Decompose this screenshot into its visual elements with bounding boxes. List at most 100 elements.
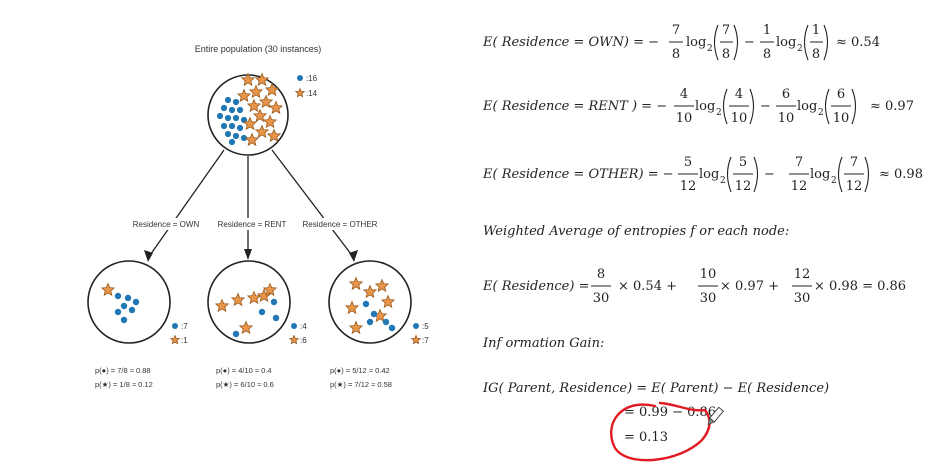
rent-legend-star-mark [288,334,300,345]
root-count-stars: :14 [306,89,318,98]
child-node-other [328,260,412,344]
eq-rent-a2-num: 6 [837,87,845,102]
root-star-mark [248,84,264,99]
own-dot-mark [114,308,122,316]
root-legend-star-mark [294,87,306,98]
eq-weighted-t2-rest: × 0.97 + [720,279,779,294]
root-star-mark [240,72,256,87]
root-star-mark [246,98,262,113]
equation-rent: E( Residence = RENT ) = − 4 10 log 2 4 1… [482,87,914,126]
root-star-mark [258,94,274,109]
rent-star-mark [230,292,246,307]
eq-own-a2-num: 1 [812,23,820,38]
other-star-mark [348,276,364,291]
other-dot-mark [388,324,396,332]
eq-other-a1-num: 5 [739,155,747,170]
eq-rent-log1: log [695,99,715,114]
root-stars [236,72,284,147]
eq-own-log2: log [776,35,796,50]
own-star-mark [100,282,116,297]
eq-other-a2-num: 7 [850,155,858,170]
weighted-average-heading: Weighted Average of entropies f or each … [483,224,789,239]
eq-own-f1-num: 7 [672,23,680,38]
rent-dot-mark [272,314,280,322]
eq-rent-f1-den: 10 [676,111,693,126]
equation-own: E( Residence = OWN) = − 7 8 log 2 7 8 − … [482,23,880,62]
eq-own-log1: log [686,35,706,50]
root-star-mark [252,108,268,123]
rent-legend-star-icon [288,334,300,345]
eq-rent-log1-sub: 2 [716,108,722,118]
root-dot-mark [240,134,248,142]
eq-rent-log2-sub: 2 [818,108,824,118]
root-star-mark [268,100,284,115]
root-dot-mark [236,124,244,132]
root-dot-mark [224,130,232,138]
ig-result: = 0.13 [624,430,668,445]
own-dot-mark [114,292,122,300]
eq-own-log2-sub: 2 [797,44,803,54]
eq-other-f2-den: 12 [791,179,808,194]
own-p-star: p(★) = 1/8 ≈ 0.12 [95,380,153,389]
root-dots [216,96,248,146]
other-star-mark [348,320,364,335]
other-dot-mark [382,318,390,326]
other-legend-star-icon [410,334,422,345]
annotation-circle [609,401,711,462]
eq-own-f2-num: 1 [763,23,771,38]
eq-other-f1-num: 5 [684,155,692,170]
own-legend-dot-icon [172,323,178,329]
root-title: Entire population (30 instances) [195,44,322,54]
edge-own [147,149,225,259]
eq-other-a1-den: 12 [735,179,752,194]
rent-dot-mark [258,308,266,316]
equation-weighted: E( Residence) = 8 30 × 0.54 + 10 30 × 0.… [482,267,906,306]
edge-arrowheads [144,249,358,262]
other-p-dot: p(●) = 5/12 ≈ 0.42 [330,366,390,375]
own-legend-star-icon [169,334,181,345]
eq-other-f1-den: 12 [680,179,697,194]
eq-other-log1-sub: 2 [720,176,726,186]
ig-formula: IG( Parent, Residence) = E( Parent) − E(… [482,381,829,396]
rent-star-mark [246,290,262,305]
own-dot-mark [120,302,128,310]
decision-tree: Entire population (30 instances) :16 :14… [87,44,429,389]
eq-weighted-lhs: E( Residence) = [482,279,589,294]
eq-other-result: ≈ 0.98 [879,167,923,182]
root-star-mark [242,116,258,131]
root-dot-mark [236,106,244,114]
rent-star-mark [262,282,278,297]
own-p-dot: p(●) = 7/8 ≈ 0.88 [95,366,151,375]
eq-own-a1-num: 7 [722,23,730,38]
other-star-mark [380,294,396,309]
root-dot-mark [228,106,236,114]
eq-rent-result: ≈ 0.97 [870,99,914,114]
root-dot-mark [220,104,228,112]
own-dot-mark [132,298,140,306]
pen-cursor-icon [707,406,725,426]
eq-own-a1-den: 8 [722,47,730,62]
eq-own-result: ≈ 0.54 [836,35,880,50]
rent-legend-dot-icon [291,323,297,329]
root-star-mark [254,72,270,87]
root-count-dots: :16 [306,74,318,83]
own-dot-mark [124,294,132,302]
root-star-mark [266,128,282,143]
equation-other: E( Residence = OTHER) = − 5 12 log 2 5 1… [482,155,923,194]
ig-difference: = 0.99 − 0.86 [624,405,716,420]
own-count-dots: :7 [181,322,188,331]
eq-weighted-t3-rest: × 0.98 = 0.86 [814,279,906,294]
eq-own-lhs: E( Residence = OWN) = − [482,35,659,50]
eq-rent-minus: − [760,99,771,114]
own-count-stars: :1 [181,336,188,345]
eq-other-log2: log [810,167,830,182]
eq-own-minus: − [744,35,755,50]
edge-label-other: Residence = OTHER [303,220,378,229]
rent-count-dots: :4 [300,322,307,331]
edge-other [271,149,355,259]
eq-rent-f2-num: 6 [782,87,790,102]
root-dot-mark [220,122,228,130]
eq-weighted-t1-num: 8 [597,267,605,282]
eq-own-f2-den: 8 [763,47,771,62]
